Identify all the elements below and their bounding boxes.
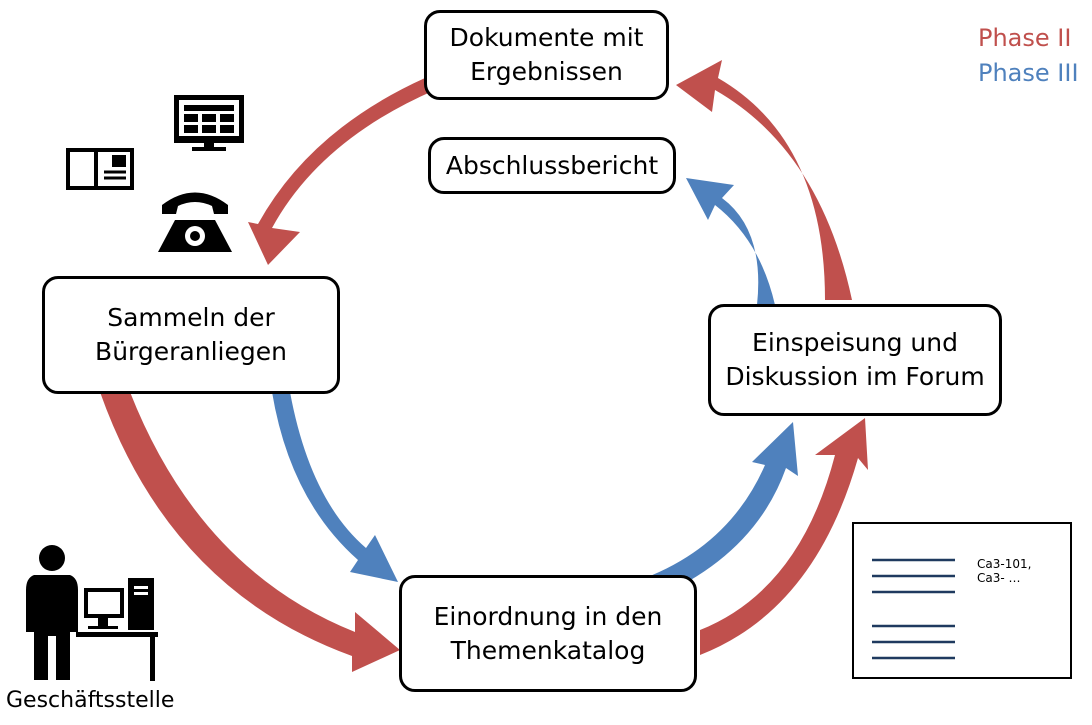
node-final-report: Abschlussbericht <box>428 137 676 194</box>
document-sheet-icon <box>852 522 1072 679</box>
phase2-arrows <box>100 60 868 672</box>
arrow-forum-to-report-phase3 <box>686 178 775 305</box>
arrow-documents-to-collect <box>248 78 435 265</box>
node-collect-citizen-concerns: Sammeln der Bürgeranliegen <box>42 276 340 394</box>
telephone-icon <box>158 192 232 252</box>
monitor-icon <box>174 95 244 151</box>
legend-phase2: Phase II <box>978 24 1072 52</box>
arrow-collect-to-catalog <box>100 392 400 672</box>
node-topic-catalog: Einordnung in den Themenkatalog <box>399 575 697 692</box>
node-documents-with-results: Dokumente mit Ergebnissen <box>424 10 669 100</box>
postcard-icon <box>66 148 134 190</box>
office-label: Geschäftsstelle <box>6 688 175 713</box>
arrow-forum-to-documents <box>676 60 852 300</box>
arrow-catalog-to-forum <box>700 418 868 655</box>
arrow-collect-to-catalog-phase3 <box>272 392 398 582</box>
arrow-catalog-to-forum-phase3 <box>645 422 798 598</box>
legend-phase3: Phase III <box>978 59 1079 87</box>
node-forum-discussion: Einspeisung und Diskussion im Forum <box>708 304 1002 416</box>
catalog-sheet-text: Ca3-101, Ca3- … <box>977 557 1032 585</box>
office-worker-icon <box>26 545 158 681</box>
